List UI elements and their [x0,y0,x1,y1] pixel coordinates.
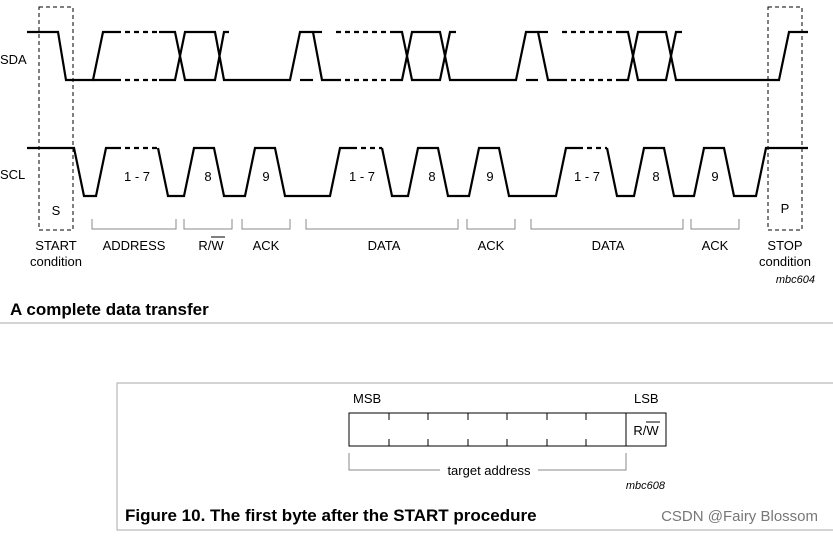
bit-label-1-7: 1 - 7 [349,169,375,184]
field-data: DATA [368,238,401,253]
watermark: CSDN @Fairy Blossom [661,508,818,525]
field-data: DATA [592,238,625,253]
caption-data-transfer: A complete data transfer [10,300,209,319]
bit-label-1-7: 1 - 7 [574,169,600,184]
caption-figure10: Figure 10. The first byte after the STAR… [125,506,537,525]
field-brackets [91,219,740,230]
stop-condition-box [767,6,803,231]
field-rw: R/W [198,238,224,253]
bit-ticks [388,413,587,446]
timing-diagram: SDA SCL [0,6,815,286]
target-bracket-left [348,453,440,471]
rw-bit-label: R/W [633,423,659,438]
figure10-frame [116,382,833,531]
address-bits-box [348,412,627,447]
bit-label-8: 8 [428,169,435,184]
figure-code-byte: mbc608 [626,480,666,492]
start-letter: S [52,203,61,218]
stop-condition-line2: condition [759,254,811,269]
sda-waveform [27,30,808,82]
field-ack: ACK [478,238,505,253]
bit-label-9: 9 [262,169,269,184]
start-condition-line1: START [35,238,76,253]
msb-label: MSB [353,391,381,406]
bit-label-8: 8 [204,169,211,184]
stop-condition-line1: STOP [767,238,802,253]
field-address: ADDRESS [103,238,166,253]
lsb-label: LSB [634,391,659,406]
field-ack: ACK [702,238,729,253]
rw-bit-box [625,412,667,447]
start-condition-line2: condition [30,254,82,269]
stop-letter: P [781,201,790,216]
scl-label: SCL [0,167,25,182]
target-bracket-right [538,453,627,471]
bit-label-9: 9 [711,169,718,184]
field-ack: ACK [253,238,280,253]
scl-waveform [27,146,808,198]
first-byte-figure: MSB LSB R/W target address mbc608 Figure… [116,382,833,531]
sda-label: SDA [0,52,27,67]
figure-code-timing: mbc604 [776,274,815,286]
start-condition-box [38,6,74,231]
target-address-label: target address [447,463,531,478]
sda-dashed-bits [116,30,618,82]
bit-label-8: 8 [652,169,659,184]
bit-label-9: 9 [486,169,493,184]
bit-label-1-7: 1 - 7 [124,169,150,184]
